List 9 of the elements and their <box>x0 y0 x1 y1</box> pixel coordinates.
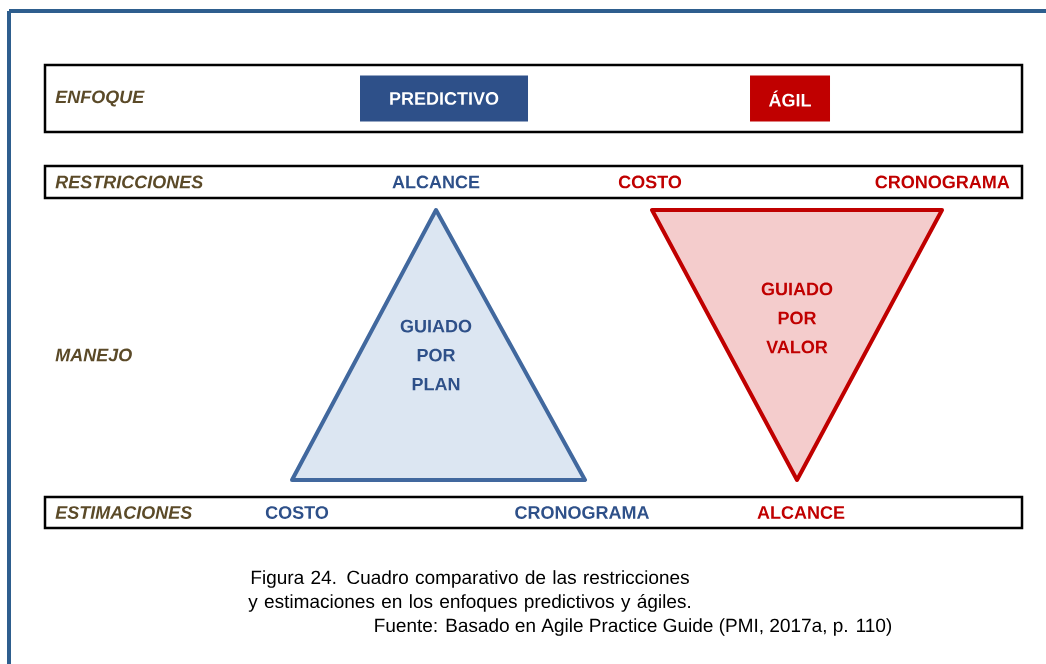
label-box: ÁGIL <box>750 75 830 122</box>
caption: Figura 24. Cuadro comparativo de las restricciones y estimaciones en los enfoques predictivos y ágiles. <box>248 570 690 612</box>
band: ESTIMACIONES COSTO CRONOGRAMA ALCANCE <box>43 495 1024 530</box>
label-box: PREDICTIVO <box>360 75 528 122</box>
inverted-triangle: GUIADO POR VALOR <box>650 208 944 482</box>
band: RESTRICCIONES ALCANCE COSTO CRONOGRAMA <box>43 164 1024 200</box>
source-note: Fuente: Basado en Agile Practice Guide (PMI, 2017a, p. 110) <box>375 618 892 636</box>
row-label: MANEJO <box>55 348 132 362</box>
triangle: GUIADO POR PLAN <box>290 208 587 482</box>
